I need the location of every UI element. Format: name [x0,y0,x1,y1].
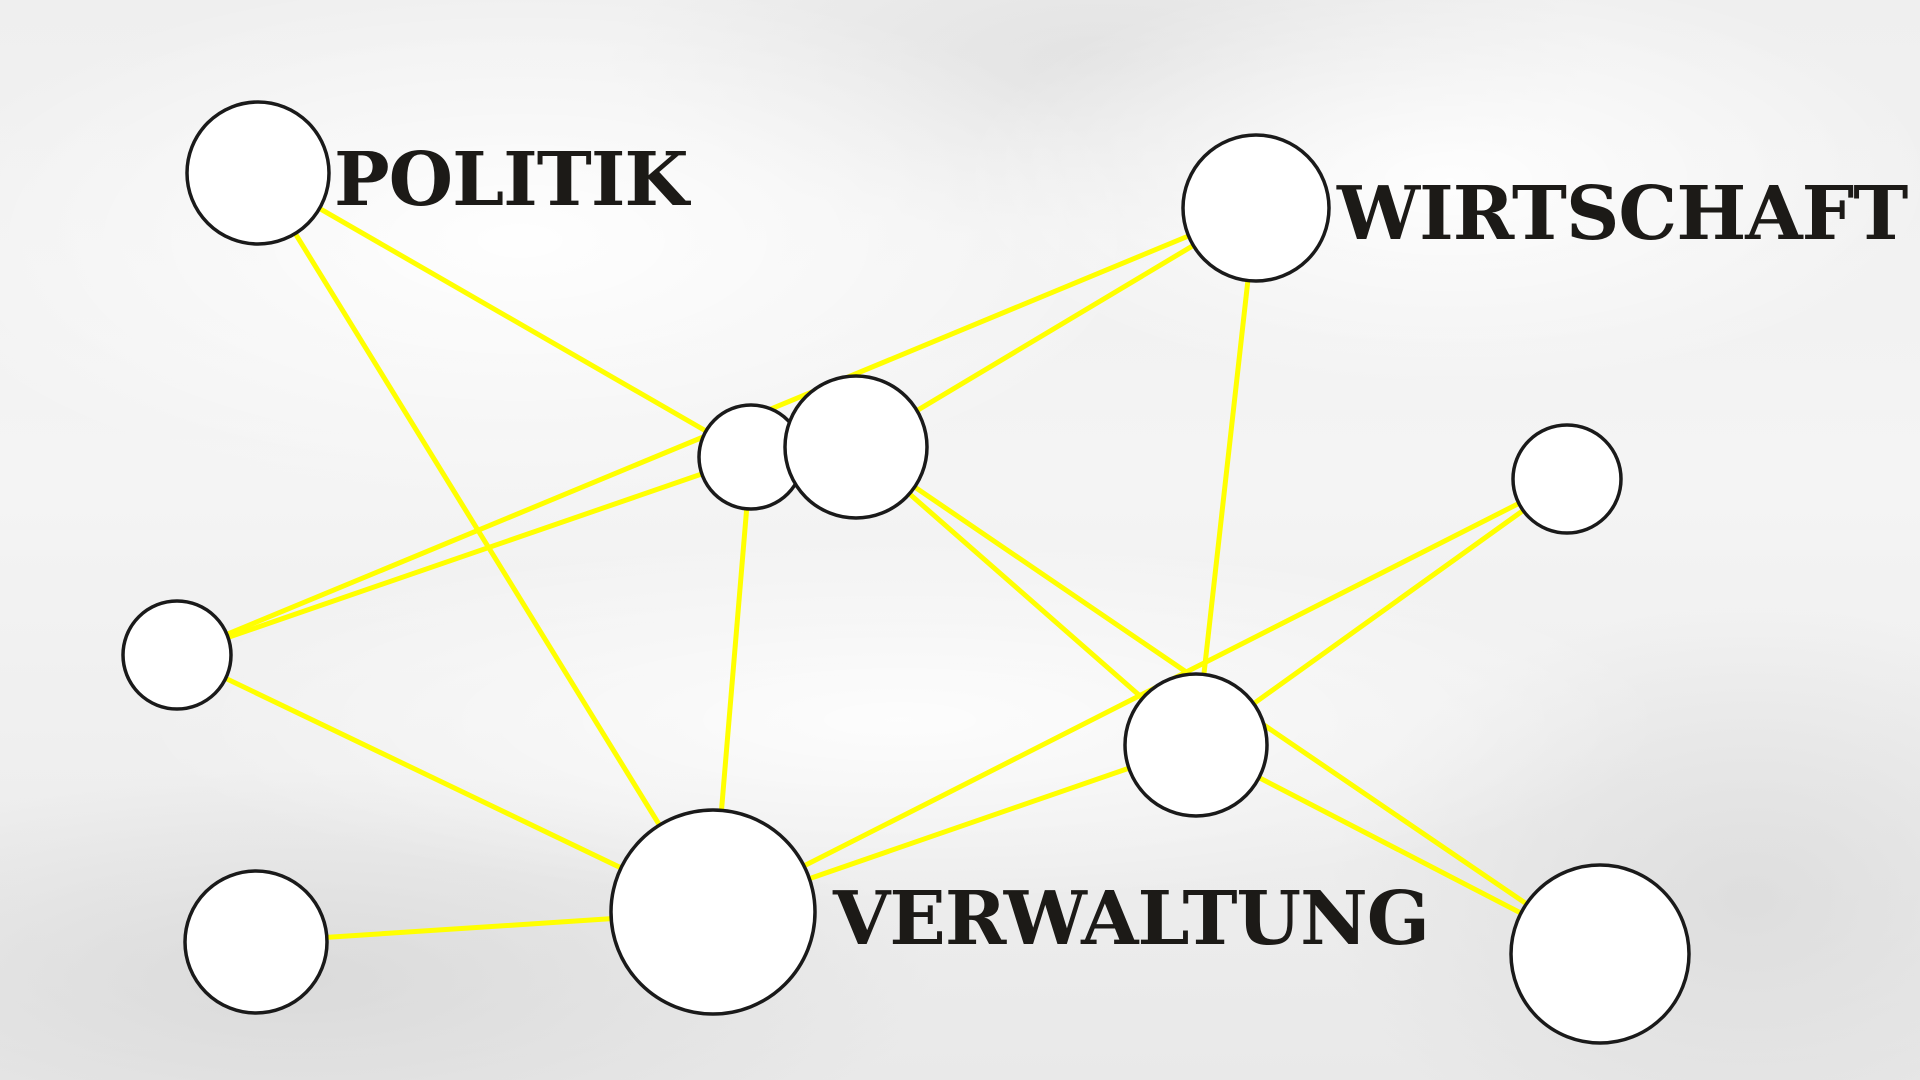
nodes-group [121,100,1691,1045]
edge-wirtschaft-middle-right [1193,205,1259,748]
label-wirtschaft: WIRTSCHAFT [1337,171,1908,257]
node-left [121,599,233,711]
label-verwaltung: VERWALTUNG [833,876,1430,962]
edge-middle-right-upper-right [1193,476,1570,748]
node-middle-right [1123,672,1269,818]
edge-politik-center-left [255,170,754,460]
edge-center-left-left [174,454,754,658]
edge-verwaltung-upper-right [710,476,1570,915]
node-verwaltung [609,808,817,1016]
node-bottom-right [1509,863,1691,1045]
node-politik [185,100,331,246]
node-wirtschaft [1181,133,1331,283]
node-bottom-left [183,869,329,1015]
label-politik: POLITIK [334,137,689,223]
node-upper-right [1511,423,1623,535]
edge-politik-verwaltung [255,170,716,915]
node-center-right [783,374,929,520]
edges-group [174,170,1603,957]
edge-wirtschaft-center-right [853,205,1259,450]
